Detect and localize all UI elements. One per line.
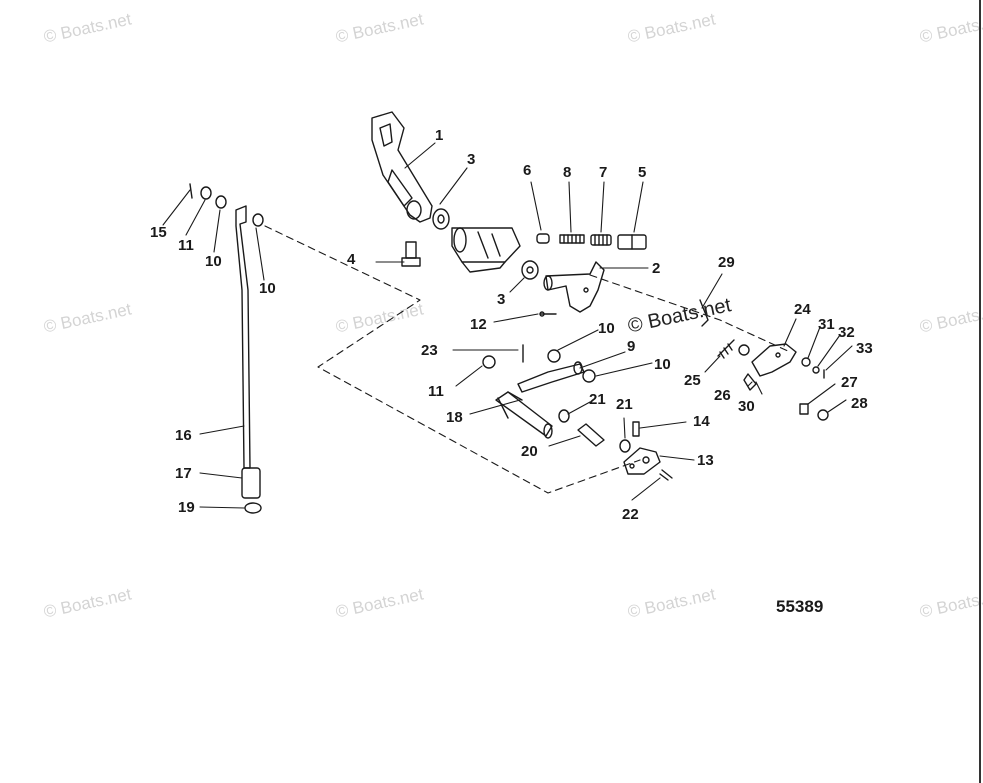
callout-10d: 10	[259, 280, 276, 297]
callout-26: 26	[714, 387, 731, 404]
callout-8: 8	[563, 164, 572, 181]
leader-lines	[162, 142, 853, 509]
callout-11b: 11	[178, 237, 194, 254]
part-16-shift-rod	[235, 205, 251, 469]
part-21-washer	[558, 409, 570, 423]
part-1-shift-bracket	[371, 111, 433, 223]
part-10-washer	[547, 349, 561, 363]
callout-10b: 10	[654, 356, 671, 373]
part-8-spring	[559, 234, 585, 244]
part-10-washer-2	[582, 369, 596, 383]
part-31-washer	[801, 357, 811, 367]
figure-number: 55389	[776, 597, 824, 616]
part-30-screw	[743, 373, 757, 391]
part-26-nut	[738, 344, 750, 356]
callout-7: 7	[599, 164, 608, 181]
part-12-pin	[539, 311, 557, 317]
part-11-washer	[482, 355, 496, 369]
callout-29: 29	[718, 254, 735, 271]
part-18-shaft	[495, 391, 553, 439]
part-21-washer-2	[619, 439, 631, 453]
part-27-screw	[799, 403, 809, 415]
part-9-link-rod	[517, 361, 585, 393]
part-3-washer-lower	[521, 260, 539, 280]
callout-17: 17	[175, 465, 192, 482]
callout-25: 25	[684, 372, 701, 389]
callout-28: 28	[851, 395, 868, 412]
callout-10c: 10	[205, 253, 222, 270]
callout-22: 22	[622, 506, 639, 523]
callout-27: 27	[841, 374, 858, 391]
callout-5: 5	[638, 164, 647, 181]
callout-20: 20	[521, 443, 538, 460]
callout-16: 16	[175, 427, 192, 444]
callout-10: 10	[598, 320, 615, 337]
part-20-sleeve	[577, 423, 605, 447]
part-4-bolt	[401, 241, 421, 267]
part-13-cam	[623, 447, 661, 475]
callout-9: 9	[627, 338, 636, 355]
shift-shaft-housing	[451, 227, 521, 273]
part-7-spring	[590, 234, 612, 246]
callout-2: 2	[652, 260, 661, 277]
part-15-pin	[189, 183, 193, 199]
callout-6: 6	[523, 162, 532, 179]
callout-33: 33	[856, 340, 873, 357]
part-2-shift-lever	[543, 261, 605, 313]
part-25-spring	[717, 339, 735, 359]
callout-18: 18	[446, 409, 463, 426]
part-28-nut	[817, 409, 829, 421]
callout-19: 19	[178, 499, 195, 516]
callout-11: 11	[428, 383, 444, 400]
callout-30: 30	[738, 398, 755, 415]
callout-3b: 3	[497, 291, 506, 308]
callout-4: 4	[347, 251, 356, 268]
part-22-screw	[659, 469, 673, 481]
callout-31: 31	[818, 316, 835, 333]
callout-15: 15	[150, 224, 167, 241]
callout-12: 12	[470, 316, 487, 333]
callout-21: 21	[589, 391, 606, 408]
part-11-washer-left	[200, 186, 212, 200]
callout-1: 1	[435, 127, 444, 144]
callout-23: 23	[421, 342, 438, 359]
callout-24: 24	[794, 301, 811, 318]
part-10-washer-left-2	[252, 213, 264, 227]
callout-32: 32	[838, 324, 855, 341]
callout-21b: 21	[616, 396, 633, 413]
callout-14: 14	[693, 413, 710, 430]
callout-13: 13	[697, 452, 714, 469]
part-32-washer	[812, 366, 820, 374]
part-3-washer	[432, 208, 450, 230]
part-10-washer-left	[215, 195, 227, 209]
right-border	[979, 0, 981, 783]
part-19-nut	[244, 502, 262, 514]
dashed-guide-lines	[264, 225, 791, 494]
part-24-bracket	[751, 343, 797, 377]
part-6-ball	[536, 233, 550, 244]
part-14-pin	[632, 421, 640, 437]
part-5-plug	[617, 234, 647, 250]
callout-3: 3	[467, 151, 476, 168]
part-17-sleeve	[241, 467, 261, 499]
